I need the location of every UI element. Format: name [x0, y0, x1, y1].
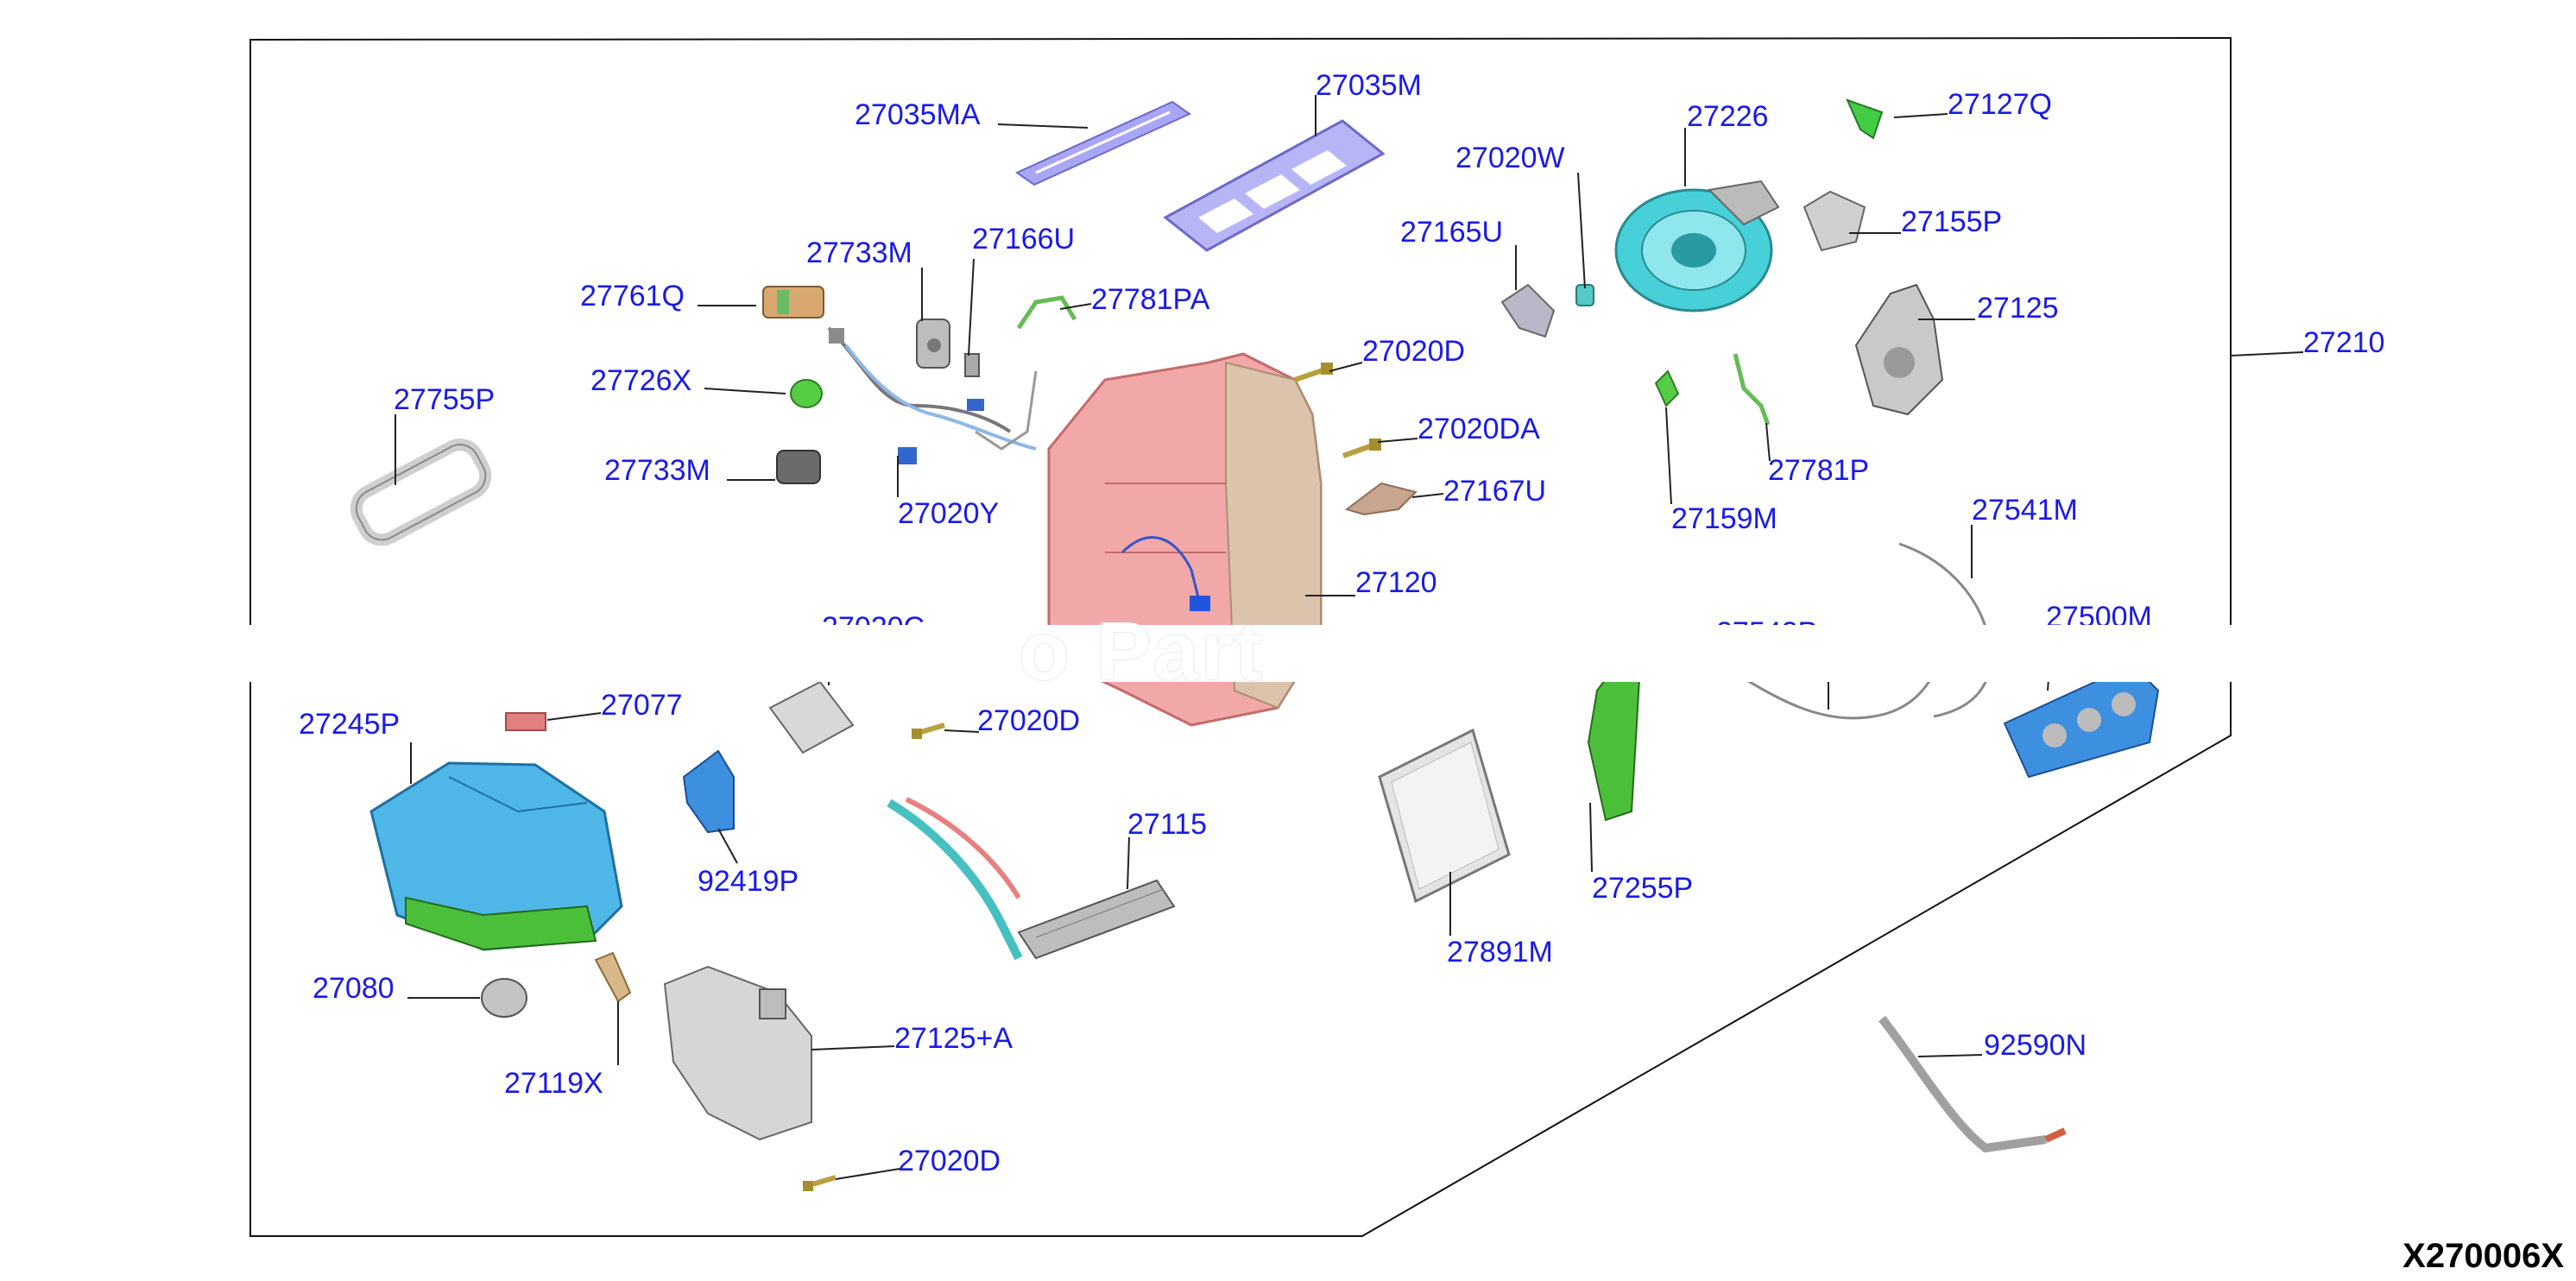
watermark-text: o Part	[1019, 605, 1265, 697]
callout-27166u[interactable]: 27166U	[972, 223, 1075, 256]
callout-27080[interactable]: 27080	[313, 972, 395, 1005]
callout-27755p[interactable]: 27755P	[394, 383, 495, 416]
callout-27020y[interactable]: 27020Y	[898, 497, 999, 530]
callout-27077[interactable]: 27077	[601, 689, 683, 722]
part-27542p-cable	[1734, 672, 1935, 720]
part-27726x-sensor	[790, 379, 823, 408]
part-27020c-block	[768, 680, 855, 754]
watermark-band	[0, 625, 2576, 682]
callout-27226[interactable]: 27226	[1687, 100, 1769, 133]
callout-27035ma[interactable]: 27035MA	[855, 98, 981, 131]
callout-27020d-lower[interactable]: 27020D	[898, 1145, 1001, 1177]
part-27167u-bracket	[1344, 482, 1417, 516]
callout-27167u[interactable]: 27167U	[1443, 475, 1546, 508]
callout-27781p[interactable]: 27781P	[1768, 454, 1869, 487]
part-27226-blower-motor	[1614, 180, 1780, 312]
part-27761q-resistor	[762, 286, 824, 319]
part-27166u-clip	[964, 353, 980, 377]
part-27077-heater-element	[505, 712, 546, 731]
part-92419p-duct	[682, 749, 735, 834]
callout-27541m[interactable]: 27541M	[1972, 494, 2078, 527]
leader-lines	[395, 95, 2304, 1180]
callout-27120[interactable]: 27120	[1355, 566, 1437, 599]
callout-27165u[interactable]: 27165U	[1400, 216, 1503, 249]
part-27733m-actuator-upper	[916, 319, 950, 369]
callout-27035m[interactable]: 27035M	[1316, 69, 1422, 102]
callout-27781pa[interactable]: 27781PA	[1091, 283, 1210, 316]
diagram-code: X270006X	[2402, 1237, 2564, 1275]
callout-92419p[interactable]: 92419P	[698, 865, 799, 898]
part-27159m-bracket	[1654, 369, 1680, 407]
part-27245p-evaporator-housing	[369, 761, 623, 951]
part-27035m-filter-frame	[1163, 119, 1386, 252]
part-27781p-strip	[1733, 353, 1771, 426]
part-27020d-screw-lower	[803, 1175, 837, 1191]
part-27733m-actuator-lower	[776, 450, 821, 484]
part-27755p-seal	[350, 439, 492, 546]
callout-27155p[interactable]: 27155P	[1901, 205, 2002, 238]
part-27020da-screw	[1342, 439, 1381, 458]
part-27080-actuator	[481, 978, 527, 1018]
callout-27733m-lower[interactable]: 27733M	[604, 454, 710, 487]
callout-27245p[interactable]: 27245P	[299, 708, 400, 741]
callout-27115[interactable]: 27115	[1127, 808, 1207, 841]
part-27115-heater-core	[887, 797, 1176, 961]
callout-27210[interactable]: 27210	[2303, 326, 2385, 359]
callout-27020da[interactable]: 27020DA	[1417, 413, 1540, 445]
callout-27255p[interactable]: 27255P	[1592, 872, 1693, 905]
diagram-frame	[249, 36, 2232, 1237]
callout-labels: 27035MA 27035M 27020W 27226 27127Q 27733…	[299, 69, 2385, 1177]
callout-27726x[interactable]: 27726X	[590, 364, 691, 397]
part-27165u-bracket	[1500, 283, 1556, 338]
callout-27125a[interactable]: 27125+A	[894, 1022, 1013, 1055]
part-27500m-control-panel	[2003, 663, 2160, 779]
part-27035ma-filter-strip	[1014, 100, 1192, 186]
callout-27733m-upper[interactable]: 27733M	[806, 237, 912, 269]
callout-27020d-upper[interactable]: 27020D	[1362, 335, 1465, 368]
part-27020d-screw-middle	[912, 723, 945, 739]
callout-27159m[interactable]: 27159M	[1671, 502, 1777, 535]
callout-27020d-middle[interactable]: 27020D	[977, 704, 1080, 737]
part-27127q-clip	[1846, 98, 1884, 140]
callout-27761q[interactable]: 27761Q	[580, 280, 685, 312]
part-27891m-cabin-filter	[1378, 728, 1511, 904]
callout-92590n[interactable]: 92590N	[1984, 1029, 2087, 1062]
callout-27020w[interactable]: 27020W	[1455, 142, 1565, 174]
part-27155p-cover	[1803, 190, 1866, 252]
callout-27127q[interactable]: 27127Q	[1948, 88, 2052, 121]
part-27020d-screw-upper	[1294, 363, 1333, 382]
part-27781pa-strip	[1016, 295, 1077, 330]
part-27119x-link	[594, 951, 632, 1003]
part-27020y-harness	[827, 326, 1038, 464]
part-27125-housing	[1854, 283, 1944, 416]
part-27125a-housing	[663, 965, 812, 1141]
part-92590n-pipe	[1878, 1015, 2067, 1153]
callout-27125[interactable]: 27125	[1977, 292, 2059, 325]
callout-27891m[interactable]: 27891M	[1447, 936, 1553, 969]
callout-27119x[interactable]: 27119X	[504, 1067, 603, 1100]
